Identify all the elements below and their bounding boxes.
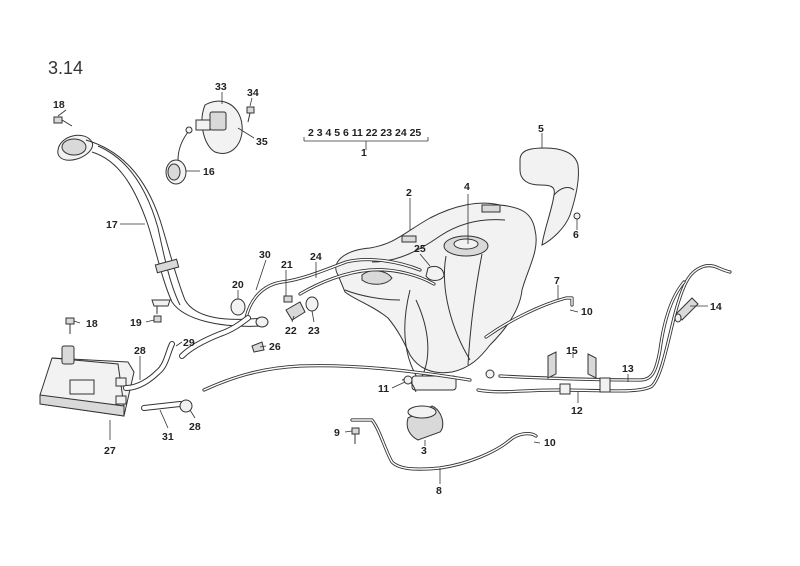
part-label-31: 31: [162, 431, 174, 443]
fuel-cap-drawing: [165, 131, 189, 185]
part-label-28-lower: 28: [189, 421, 201, 433]
part-label-10-upper: 10: [581, 306, 593, 318]
part-label-9: 9: [334, 427, 340, 439]
part-label-3: 3: [421, 445, 427, 457]
part-label-2: 2: [406, 187, 412, 199]
part-label-7: 7: [554, 275, 560, 287]
part-label-13: 13: [622, 363, 634, 375]
canister-drawing: [39, 315, 472, 417]
part-label-22: 22: [285, 325, 297, 337]
section-number: 3.14: [48, 58, 84, 78]
part-label-16: 16: [203, 166, 215, 178]
fuel-tank-drawing: [335, 202, 537, 383]
part-label-29: 29: [183, 337, 195, 349]
part-label-6: 6: [573, 229, 579, 241]
part-label-10-lower: 10: [544, 437, 556, 449]
part-label-21: 21: [281, 259, 293, 271]
part-label-19: 19: [130, 317, 142, 329]
part-label-33: 33: [215, 81, 227, 93]
part-label-8: 8: [436, 485, 442, 497]
part-label-1: 1: [361, 147, 367, 159]
leader-lines: [57, 92, 708, 484]
part-label-34: 34: [247, 87, 259, 99]
part-label-35: 35: [256, 136, 268, 148]
part-label-17: 17: [106, 219, 118, 231]
part-label-28-upper: 28: [134, 345, 146, 357]
part-label-26: 26: [269, 341, 281, 353]
part-label-14: 14: [710, 301, 722, 313]
fuel-filter-drawing: [401, 369, 495, 441]
clips-drawing: [547, 351, 597, 379]
fuel-lines-drawing: [476, 264, 732, 395]
filler-flap-drawing: [185, 100, 243, 154]
part-label-18-upper: 18: [53, 99, 65, 111]
part-label-18-lower: 18: [86, 318, 98, 330]
part-label-12: 12: [571, 405, 583, 417]
part-label-27: 27: [104, 445, 116, 457]
bolts-drawing: [53, 106, 581, 444]
part-label-11: 11: [378, 383, 389, 395]
filler-neck-drawing: [57, 134, 269, 328]
part-label-5: 5: [538, 123, 544, 135]
part-label-23: 23: [308, 325, 320, 337]
part-label-4: 4: [464, 181, 470, 193]
group-bracket: 2 3 4 5 6 11 22 23 24 25: [303, 127, 429, 146]
part-label-24: 24: [310, 251, 322, 263]
part-label-15: 15: [566, 345, 578, 357]
part-label-25: 25: [414, 243, 426, 255]
part-labels: 1 2 3 4 5 6 7 8 9 10 10 11 12 13 14 15 1…: [53, 81, 722, 497]
part-label-30: 30: [259, 249, 271, 261]
heat-shield-drawing: [519, 147, 579, 246]
group-parts-label: 2 3 4 5 6 11 22 23 24 25: [308, 127, 421, 139]
vent-hoses-drawing: [230, 258, 445, 321]
part-label-20: 20: [232, 279, 244, 291]
